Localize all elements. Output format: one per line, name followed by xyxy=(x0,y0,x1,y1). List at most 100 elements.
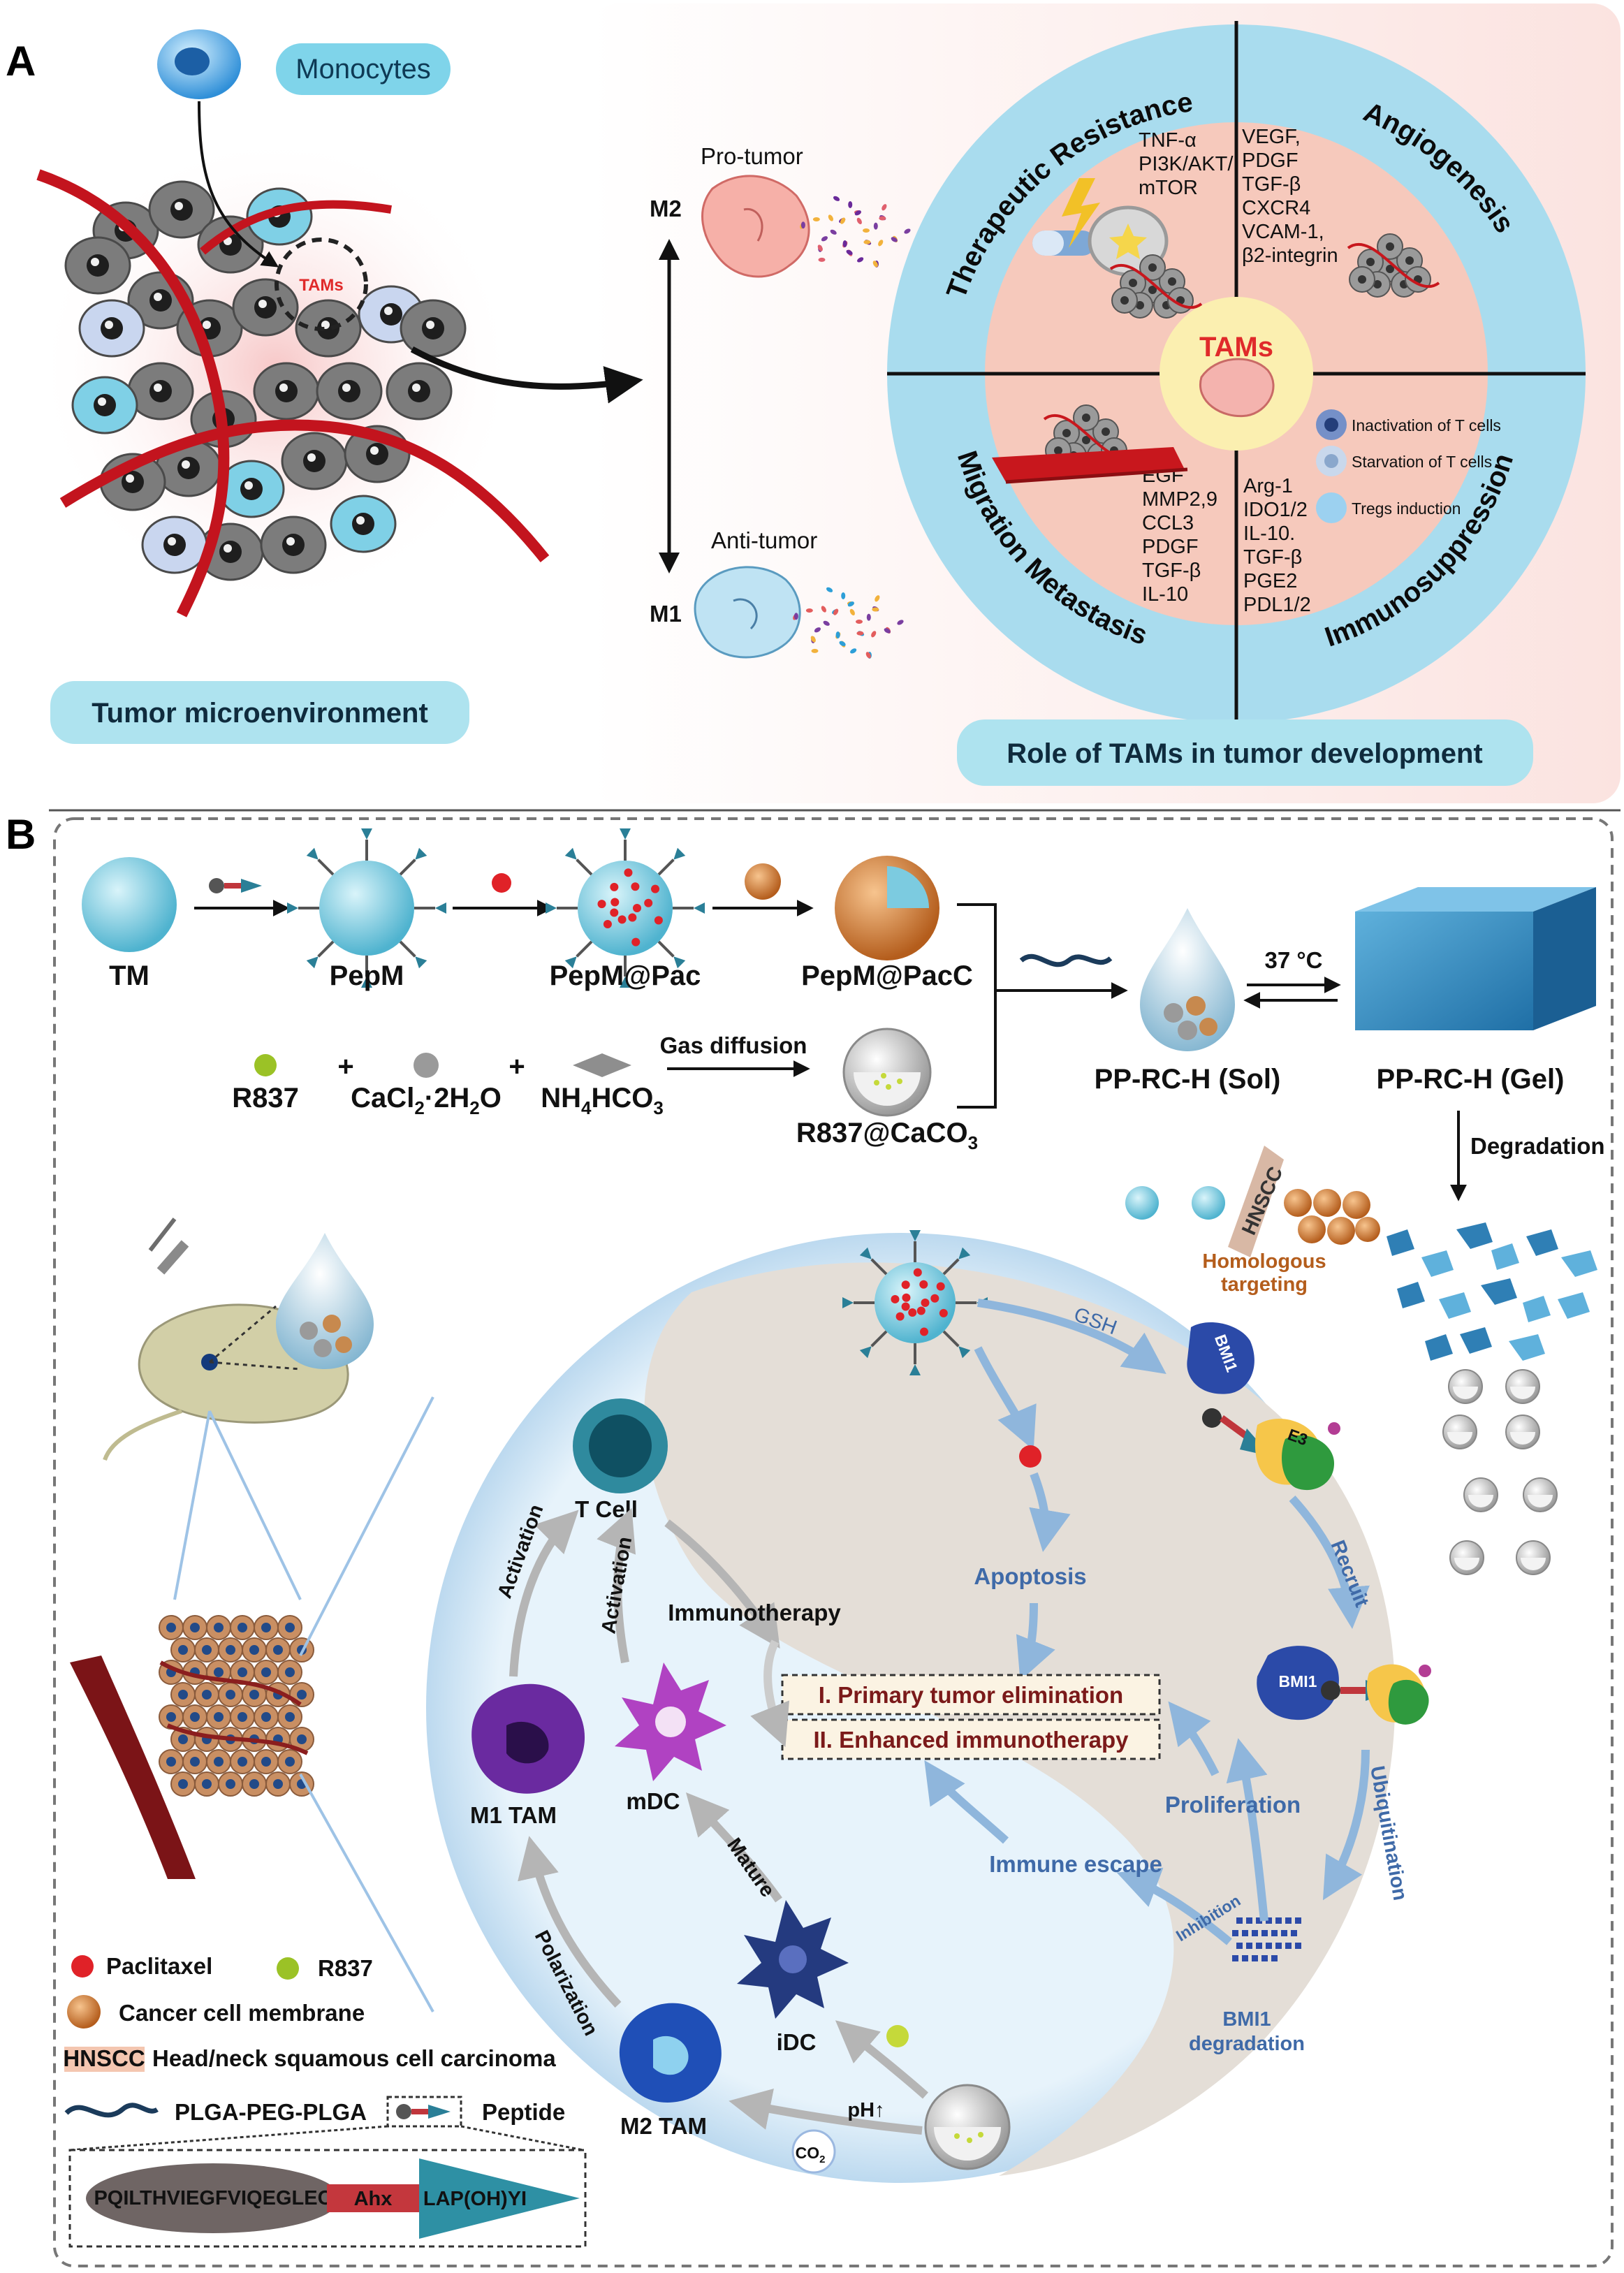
tumor-cluster: TAMs xyxy=(35,133,550,617)
role-caption: Role of TAMs in tumor development xyxy=(1007,738,1483,769)
m2-macrophage-icon xyxy=(701,175,810,278)
paclitaxel-icon xyxy=(492,873,511,893)
released-caco3-particles xyxy=(1442,1369,1558,1575)
sol-label: PP-RC-H (Sol) xyxy=(1095,1064,1281,1095)
homologous-targeting-icons xyxy=(1125,1146,1380,1257)
tcell-legend-tregs: Tregs induction xyxy=(1352,499,1461,518)
therapy-pill-icon xyxy=(1032,178,1169,277)
bmi1-complex-bottom xyxy=(1257,1646,1431,1725)
ahx-label: Ahx xyxy=(354,2188,393,2210)
bmi1-deg-line1: BMI1 xyxy=(1222,2008,1271,2031)
legend-membrane-icon xyxy=(67,1995,101,2029)
tcell-legend-starvation: Starvation of T cells xyxy=(1352,453,1492,471)
plus-sign-2: + xyxy=(509,1051,525,1082)
r837-caco3-particle-icon xyxy=(842,1028,932,1117)
peptide-icon-small xyxy=(209,878,262,893)
zoom-line-4 xyxy=(299,1774,434,2012)
r837-dot-icon xyxy=(254,1054,277,1076)
injection-drop-icon xyxy=(276,1233,374,1369)
quadrant-list-item: PDGF xyxy=(1142,536,1199,558)
idc-icon xyxy=(737,1900,849,2019)
pepm-pacc-label: PepM@PacC xyxy=(801,960,973,991)
m1-tam-icon xyxy=(471,1683,585,1794)
arrow-to-apoptosis xyxy=(1029,1472,1071,1552)
legend-paclitaxel-dot xyxy=(71,1955,94,1978)
arrow-tcell-immunotherapy xyxy=(664,1519,780,1649)
legend-peptide: Peptide xyxy=(482,2099,565,2125)
arrow-to-paclitaxel xyxy=(974,1346,1037,1451)
zoom-line-1 xyxy=(173,1410,211,1600)
quadrant-list-item: CXCR4 xyxy=(1242,197,1310,219)
mdc-icon xyxy=(615,1662,726,1781)
tumor-cluster-icon-resistance xyxy=(1109,254,1203,319)
quadrant-list-item: VCAM-1, xyxy=(1242,221,1324,243)
mouse-to-drop-dotted-2 xyxy=(209,1361,301,1371)
arrow-particle-to-m2 xyxy=(729,2088,923,2135)
legend-hnscc-box xyxy=(64,2047,145,2072)
legend-r837-dot xyxy=(277,1957,299,1980)
mdc-label: mDC xyxy=(626,1788,680,1814)
arrow-ubiquitination xyxy=(1322,1749,1370,1901)
tm-label: TM xyxy=(109,960,149,991)
nh4hco3-label: NH4HCO3 xyxy=(541,1083,664,1118)
legend-hnscc-abbr: HNSCC xyxy=(63,2045,145,2071)
quadrant-list-item: PI3K/AKT/ xyxy=(1139,153,1234,175)
tumor-cluster-icon-angiogenesis xyxy=(1347,233,1440,298)
wheel-center-label: TAMs xyxy=(1199,332,1273,363)
m2-label: M2 xyxy=(650,196,682,221)
homologous-line1: Homologous xyxy=(1202,1250,1326,1273)
legend-plga: PLGA-PEG-PLGA xyxy=(175,2099,367,2125)
m2-cytokine-dots xyxy=(800,196,911,268)
pepm-pacc-particle-icon xyxy=(835,856,939,960)
sol-drop-icon xyxy=(1140,908,1235,1051)
degradation-label: Degradation xyxy=(1470,1133,1605,1159)
monocyte-icon xyxy=(157,29,241,99)
quadrant-list-item: VEGF, xyxy=(1242,126,1301,148)
pepm-particle-icon xyxy=(287,828,446,988)
panel-b-frame xyxy=(53,817,1614,2267)
quadrant-list-item: β2-integrin xyxy=(1242,244,1338,267)
gel-fragments xyxy=(1387,1222,1597,1361)
peptide-callout-line-2 xyxy=(460,2125,584,2151)
arrow-mdc-activation xyxy=(597,1507,636,1664)
arrow-apoptosis-to-outcome xyxy=(1016,1602,1055,1681)
quadrant-list-item: TGF-β xyxy=(1242,173,1301,196)
r837-released-dot xyxy=(886,2025,909,2047)
quadrant-list-item: PDGF xyxy=(1242,149,1299,172)
tumor-env-caption: Tumor microenvironment xyxy=(92,698,428,729)
anti-tumor-label: Anti-tumor xyxy=(711,527,817,553)
pepm-pac-particle-icon-2 xyxy=(842,1230,988,1375)
released-paclitaxel-dot xyxy=(1019,1445,1041,1468)
pepm-pac-particle-icon xyxy=(546,828,705,988)
arrow-immunotherapy-to-outcome xyxy=(750,1639,790,1748)
membrane-icon xyxy=(745,863,781,900)
arrow-m1-activation xyxy=(509,1510,579,1677)
quadrant-list-item: TNF-α xyxy=(1139,129,1197,152)
legend-hnscc-def: Head/neck squamous cell carcinoma xyxy=(152,2045,556,2071)
monocytes-label: Monocytes xyxy=(295,54,430,85)
ahx-linker-shape xyxy=(327,2184,419,2212)
temp-label: 37 °C xyxy=(1265,947,1323,973)
tumor-env-caption-bg xyxy=(50,681,469,744)
quadrant-list-item: mTOR xyxy=(1139,177,1198,199)
zoom-line-2 xyxy=(208,1410,302,1600)
outcome-1-box xyxy=(781,1674,1161,1716)
co2-bubble xyxy=(791,2129,836,2174)
m1-cytokine-dots xyxy=(793,587,904,659)
zoom-line-3 xyxy=(299,1396,434,1656)
r837-caco3-label: R837@CaCO3 xyxy=(796,1118,978,1153)
outcome-2: II. Enhanced immunotherapy xyxy=(813,1727,1129,1753)
peptide-callout-line-1 xyxy=(69,2125,388,2151)
mouse-to-drop-dotted xyxy=(209,1305,277,1364)
apoptosis-label: Apoptosis xyxy=(974,1563,1086,1589)
panel-a-label: A xyxy=(6,38,36,85)
gel-label: PP-RC-H (Gel) xyxy=(1377,1064,1565,1095)
pepm-label: PepM xyxy=(330,960,404,991)
quadrant-list-item: TGF-β xyxy=(1142,560,1201,582)
plga-wave-icon xyxy=(1019,953,1113,967)
legend-peptide-icon xyxy=(396,2104,451,2119)
quadrant-list-item: IL-10. xyxy=(1243,522,1295,545)
role-caption-bg xyxy=(957,719,1533,786)
